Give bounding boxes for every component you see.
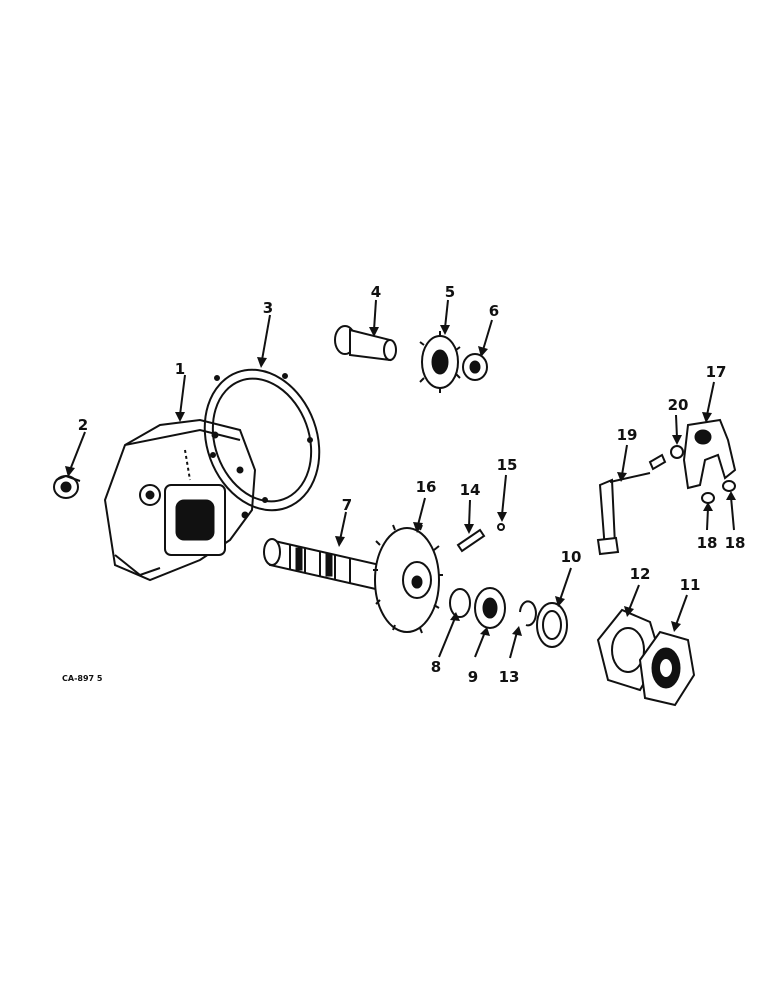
part-3-gasket [203,368,321,512]
part-4-pin [334,325,397,362]
part-9-bearing [474,587,506,629]
callout-11: 11 [680,576,701,594]
part-15-ball [497,523,505,531]
leader-lines [65,299,736,659]
part-18-screw [701,480,736,504]
callout-6: 6 [489,302,499,320]
callout-1: 1 [175,360,185,378]
part-8-snap-ring [449,588,471,618]
part-20-pin [648,445,684,471]
callout-2: 2 [78,416,88,434]
callout-7: 7 [342,496,352,514]
callout-13: 13 [499,668,520,686]
part-19-shift-arm [596,472,651,556]
callout-10: 10 [561,548,582,566]
callout-12: 12 [630,565,651,583]
callout-14: 14 [460,481,481,499]
part-16-sprocket [373,524,443,634]
callout-19: 19 [617,426,638,444]
callout-9: 9 [468,668,478,686]
part-6-bearing [462,353,488,381]
part-2-bearing [53,474,81,499]
part-14-pin [456,528,486,553]
part-17-fork [682,418,737,490]
callout-labels: 1 2 3 4 5 6 7 8 9 10 11 12 13 14 15 16 1… [62,283,745,686]
part-11-cap [638,630,696,707]
part-13-ring [519,600,537,627]
callout-8: 8 [431,658,441,676]
part-7-shaft [263,538,381,592]
callout-18b: 18 [725,534,746,552]
part-10-seal [536,602,568,648]
callout-4: 4 [371,283,381,301]
callout-3: 3 [263,299,273,317]
callout-17: 17 [706,363,727,381]
callout-15: 15 [497,456,518,474]
figure-code: CA-897 5 [62,674,103,683]
callout-5: 5 [445,283,455,301]
callout-16: 16 [416,478,437,496]
part-5-gear [419,331,461,393]
part-1-housing [103,418,257,582]
callout-18a: 18 [697,534,718,552]
callout-20: 20 [668,396,689,414]
